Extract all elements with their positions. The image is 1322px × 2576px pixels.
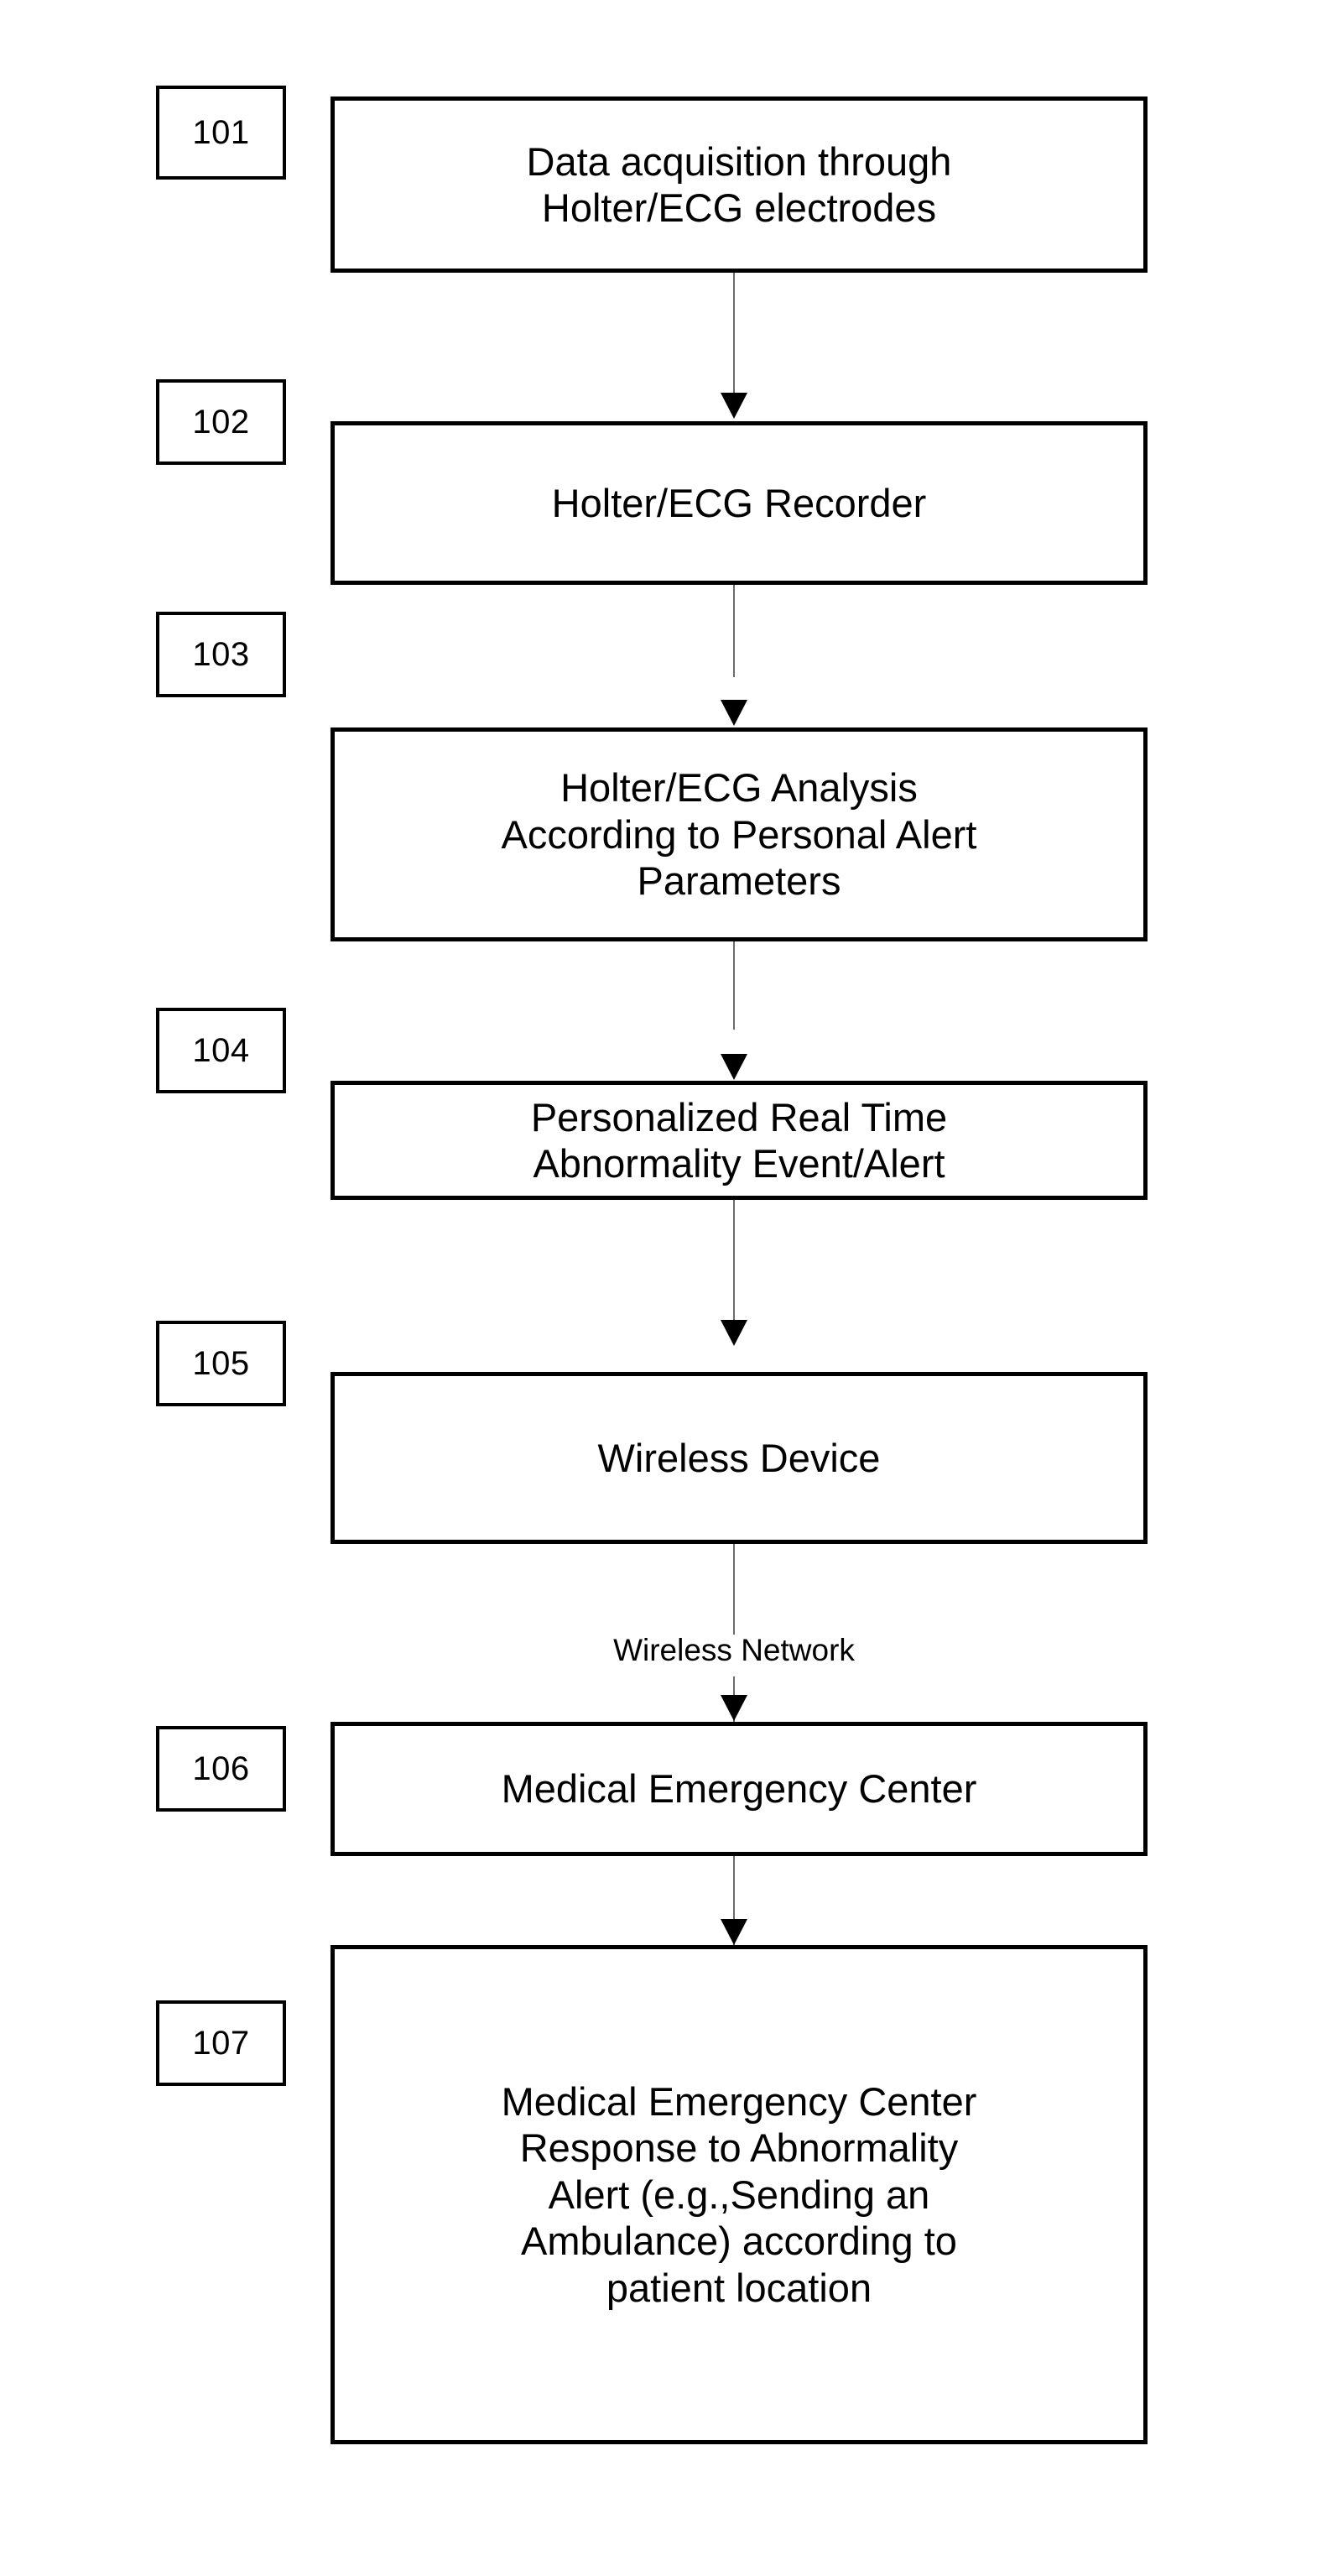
node-box-105[interactable]: Wireless Device [330, 1372, 1148, 1544]
ref-tag-101[interactable]: 101 [156, 86, 286, 180]
ref-tag-104-label: 104 [192, 1032, 250, 1069]
ref-tag-106-label: 106 [192, 1750, 250, 1787]
node-box-105-text: Wireless Device [597, 1435, 881, 1480]
node-box-106[interactable]: Medical Emergency Center [330, 1722, 1148, 1856]
ref-tag-107-label: 107 [192, 2025, 250, 2062]
ref-tag-105[interactable]: 105 [156, 1321, 286, 1406]
ref-tag-101-label: 101 [192, 114, 250, 151]
node-box-104-text: Personalized Real Time Abnormality Event… [530, 1094, 948, 1186]
connector-105-106-upper [733, 1544, 735, 1635]
arrow-head-106-107 [721, 1919, 747, 1945]
arrow-head-105-106 [721, 1695, 747, 1721]
arrow-head-104-105 [721, 1320, 747, 1346]
ref-tag-107[interactable]: 107 [156, 2000, 286, 2086]
ref-tag-105-label: 105 [192, 1345, 250, 1382]
connector-102-103 [733, 585, 735, 677]
connector-104-105 [733, 1200, 735, 1326]
ref-tag-104[interactable]: 104 [156, 1008, 286, 1093]
node-box-101-text: Data acquisition through Holter/ECG elec… [526, 138, 952, 230]
node-box-106-text: Medical Emergency Center [501, 1766, 977, 1812]
connector-106-107 [733, 1856, 735, 1948]
node-box-104[interactable]: Personalized Real Time Abnormality Event… [330, 1081, 1148, 1200]
node-box-102-text: Holter/ECG Recorder [551, 480, 927, 525]
node-box-107[interactable]: Medical Emergency Center Response to Abn… [330, 1945, 1148, 2444]
connector-101-102 [733, 273, 735, 394]
node-box-101[interactable]: Data acquisition through Holter/ECG elec… [330, 96, 1148, 273]
ref-tag-102[interactable]: 102 [156, 379, 286, 465]
node-box-103-text: Holter/ECG Analysis According to Persona… [501, 765, 977, 904]
ref-tag-103-label: 103 [192, 636, 250, 673]
arrow-head-102-103 [721, 700, 747, 726]
arrow-head-103-104 [721, 1054, 747, 1080]
ref-tag-106[interactable]: 106 [156, 1726, 286, 1812]
ref-tag-103[interactable]: 103 [156, 612, 286, 697]
node-box-103[interactable]: Holter/ECG Analysis According to Persona… [330, 727, 1148, 941]
edge-label-wireless-network: Wireless Network [482, 1635, 986, 1666]
node-box-102[interactable]: Holter/ECG Recorder [330, 421, 1148, 585]
node-box-107-text: Medical Emergency Center Response to Abn… [501, 2078, 977, 2310]
connector-103-104 [733, 941, 735, 1030]
ref-tag-102-label: 102 [192, 404, 250, 441]
arrow-head-101-102 [721, 393, 747, 419]
